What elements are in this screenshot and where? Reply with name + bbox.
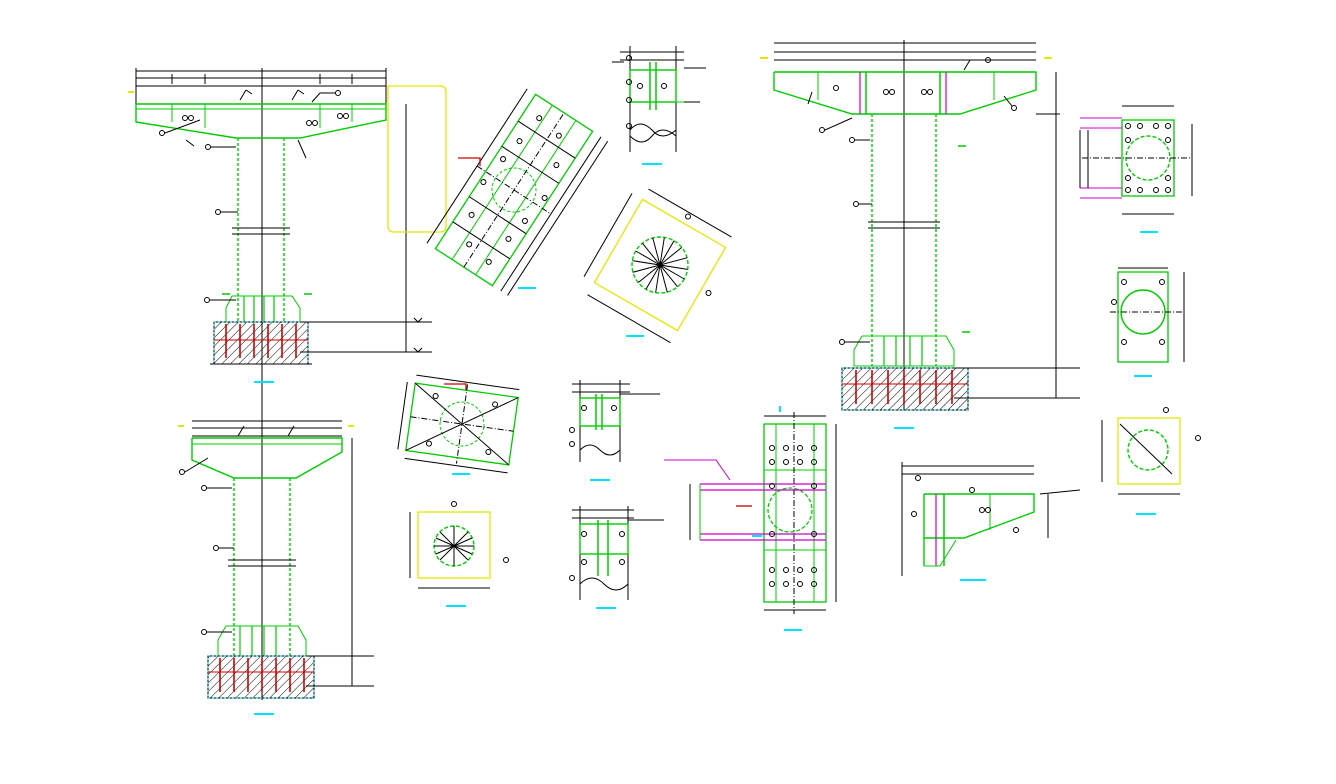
bolted-splice-center: [664, 406, 837, 631]
tree-column-small-left: [178, 418, 374, 715]
node-section-lower: [569, 506, 664, 609]
tree-column-right: [760, 40, 1080, 429]
node-detail-top: [612, 46, 706, 165]
node-plan-mid: [397, 374, 520, 474]
radial-plate-detail: [583, 188, 732, 344]
ring-plate-plan-top: [1079, 105, 1193, 233]
plate-outline-yellow: [387, 85, 447, 233]
section-mark-red: [458, 157, 481, 166]
section-mark-red: [444, 383, 467, 390]
radial-plate-small: [409, 501, 509, 607]
tree-column-large-left: [128, 68, 432, 420]
ring-plate-plan-mid: [1110, 267, 1185, 377]
node-section-mid: [569, 380, 660, 481]
rotated-node-plan: [426, 88, 609, 296]
bracket-connection: [901, 462, 1081, 581]
ring-plate-plan-lower: [1101, 407, 1201, 515]
